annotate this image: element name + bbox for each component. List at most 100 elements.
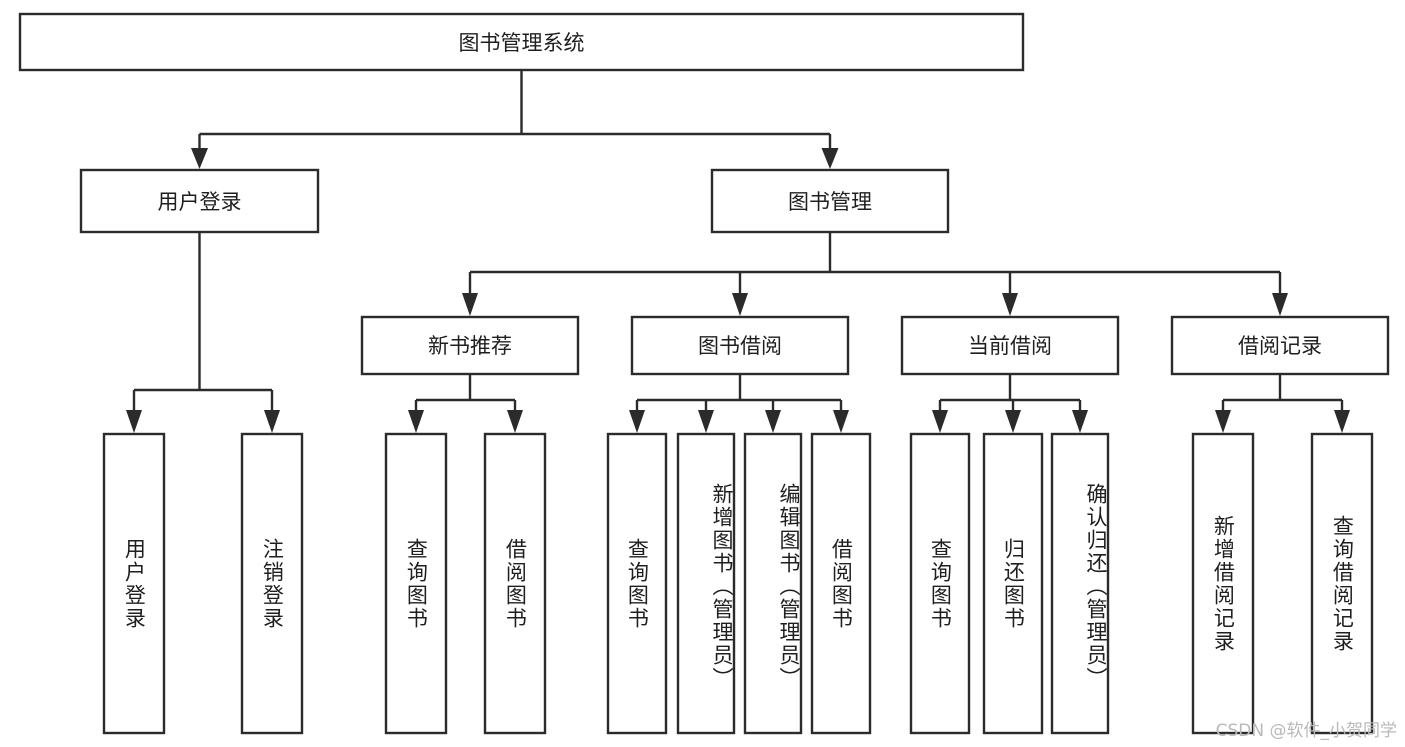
node-leaf-borrow-book-b[interactable]: [810, 432, 872, 735]
node-book-borrow-box[interactable]: [630, 315, 850, 376]
node-leaf-query-book-b[interactable]: [606, 432, 668, 735]
node-leaf-user-login-label-wrap: 用户登录: [122, 537, 147, 630]
node-leaf-user-login[interactable]: [102, 432, 166, 735]
node-leaf-user-logout-label-wrap: 注销登录: [260, 537, 285, 630]
node-borrow-record[interactable]: 借阅记录: [1170, 315, 1390, 376]
node-leaf-borrow-book-a-box[interactable]: [483, 432, 547, 735]
node-leaf-query-book-a-label: 查询图书: [404, 537, 429, 630]
connector-group-root-to-level2: [191, 70, 839, 169]
node-leaf-borrow-book-a[interactable]: [483, 432, 547, 735]
node-leaf-user-login-label: 用户登录: [122, 537, 147, 630]
node-leaf-add-record-label-wrap: 新增借阅记录: [1211, 514, 1236, 653]
node-leaf-user-logout[interactable]: [240, 432, 304, 735]
node-leaf-user-login-box[interactable]: [102, 432, 166, 735]
node-leaf-add-record-box[interactable]: [1191, 432, 1255, 735]
node-book-manage[interactable]: 图书管理: [710, 168, 950, 234]
node-leaf-query-book-b-label: 查询图书: [625, 537, 650, 630]
node-leaf-confirm-return-label: 确认归还（管理员）: [1084, 483, 1108, 690]
arrowhead-leaf-query-book-b: [629, 410, 645, 433]
node-user-login-label: 用户登录: [158, 190, 242, 214]
node-leaf-query-record[interactable]: [1310, 432, 1374, 735]
node-leaf-query-record-label-wrap: 查询借阅记录: [1330, 514, 1355, 653]
node-leaf-edit-book-box[interactable]: [743, 432, 803, 735]
node-new-book-rec-label: 新书推荐: [428, 334, 512, 358]
node-leaf-add-book-box[interactable]: [676, 432, 736, 735]
node-leaf-user-logout-label: 注销登录: [260, 537, 285, 630]
node-leaf-edit-book-label: 编辑图书（管理员）: [777, 483, 801, 690]
arrowhead-book-borrow: [732, 293, 748, 316]
node-leaf-query-book-a[interactable]: [384, 432, 448, 735]
connector-group-current-borrow-children: [932, 374, 1088, 433]
node-leaf-return-book-label-wrap: 归还图书: [1001, 537, 1026, 630]
node-root[interactable]: 图书管理系统: [18, 12, 1025, 72]
arrowhead-leaf-query-book-c: [932, 410, 948, 433]
node-leaf-edit-book-label-wrap: 编辑图书（管理员）: [777, 483, 801, 690]
node-leaf-user-logout-box[interactable]: [240, 432, 304, 735]
node-user-login[interactable]: 用户登录: [79, 168, 320, 234]
node-leaf-query-record-label: 查询借阅记录: [1330, 514, 1355, 653]
node-leaf-query-book-b-label-wrap: 查询图书: [625, 537, 650, 630]
node-book-borrow-label: 图书借阅: [698, 334, 782, 358]
arrowhead-leaf-query-record: [1334, 410, 1350, 433]
node-borrow-record-label: 借阅记录: [1238, 334, 1322, 358]
arrowhead-leaf-return-book: [1005, 410, 1021, 433]
arrowhead-user-login: [191, 148, 208, 169]
node-root-label: 图书管理系统: [459, 31, 585, 55]
node-leaf-query-book-a-label-wrap: 查询图书: [404, 537, 429, 630]
node-leaf-confirm-return[interactable]: [1050, 432, 1110, 735]
node-leaf-query-book-c[interactable]: [909, 432, 971, 735]
node-leaf-confirm-return-box[interactable]: [1050, 432, 1110, 735]
node-leaf-add-record[interactable]: [1191, 432, 1255, 735]
node-leaf-add-book-label: 新增图书（管理员）: [710, 483, 734, 690]
node-user-login-box[interactable]: [79, 168, 320, 234]
node-leaf-query-book-c-box[interactable]: [909, 432, 971, 735]
node-leaf-borrow-book-a-label-wrap: 借阅图书: [503, 537, 528, 630]
node-borrow-record-box[interactable]: [1170, 315, 1390, 376]
connector-group-book-borrow-children: [629, 374, 849, 433]
arrowhead-leaf-add-book: [698, 410, 714, 433]
node-leaf-add-book-label-wrap: 新增图书（管理员）: [710, 483, 734, 690]
node-book-manage-box[interactable]: [710, 168, 950, 234]
connector-group-new-book-rec-children: [408, 374, 523, 433]
arrowhead-book-manage: [821, 148, 839, 169]
node-leaf-return-book-label: 归还图书: [1001, 537, 1026, 630]
node-leaf-add-book[interactable]: [676, 432, 736, 735]
arrowhead-leaf-add-record: [1215, 410, 1231, 433]
node-leaf-borrow-book-a-label: 借阅图书: [503, 537, 528, 630]
node-leaf-return-book-box[interactable]: [982, 432, 1044, 735]
arrowhead-leaf-user-login: [126, 410, 142, 433]
node-leaf-query-book-a-box[interactable]: [384, 432, 448, 735]
node-leaf-borrow-book-b-label-wrap: 借阅图书: [829, 537, 854, 630]
node-root-box[interactable]: [18, 12, 1025, 72]
arrowhead-leaf-query-book-a: [408, 410, 424, 433]
node-leaf-query-book-c-label-wrap: 查询图书: [928, 537, 953, 630]
node-current-borrow-box[interactable]: [900, 315, 1120, 376]
node-leaf-borrow-book-b-label: 借阅图书: [829, 537, 854, 630]
node-current-borrow-label: 当前借阅: [968, 334, 1052, 358]
node-new-book-rec[interactable]: 新书推荐: [360, 315, 580, 376]
arrowhead-borrow-record: [1272, 293, 1288, 316]
arrowhead-leaf-user-logout: [264, 410, 280, 433]
arrowhead-leaf-borrow-book-a: [507, 410, 523, 433]
arrowhead-new-book-rec: [462, 293, 478, 316]
node-leaf-return-book[interactable]: [982, 432, 1044, 735]
node-leaf-add-record-label: 新增借阅记录: [1211, 514, 1236, 653]
node-leaf-query-book-c-label: 查询图书: [928, 537, 953, 630]
node-leaf-confirm-return-label-wrap: 确认归还（管理员）: [1084, 483, 1108, 690]
arrowhead-current-borrow: [1002, 293, 1018, 316]
node-leaf-query-record-box[interactable]: [1310, 432, 1374, 735]
node-book-borrow[interactable]: 图书借阅: [630, 315, 850, 376]
arrowhead-leaf-confirm-return: [1072, 410, 1088, 433]
connector-group-borrow-record-children: [1215, 374, 1350, 433]
node-leaf-edit-book[interactable]: [743, 432, 803, 735]
node-book-manage-label: 图书管理: [788, 190, 872, 214]
node-leaf-borrow-book-b-box[interactable]: [810, 432, 872, 735]
connector-group-book-manage-children: [462, 232, 1288, 316]
watermark: CSDN @软件_小贺同学: [1215, 721, 1397, 741]
connector-group-user-login-children: [126, 232, 280, 433]
node-new-book-rec-box[interactable]: [360, 315, 580, 376]
node-current-borrow[interactable]: 当前借阅: [900, 315, 1120, 376]
node-leaf-query-book-b-box[interactable]: [606, 432, 668, 735]
